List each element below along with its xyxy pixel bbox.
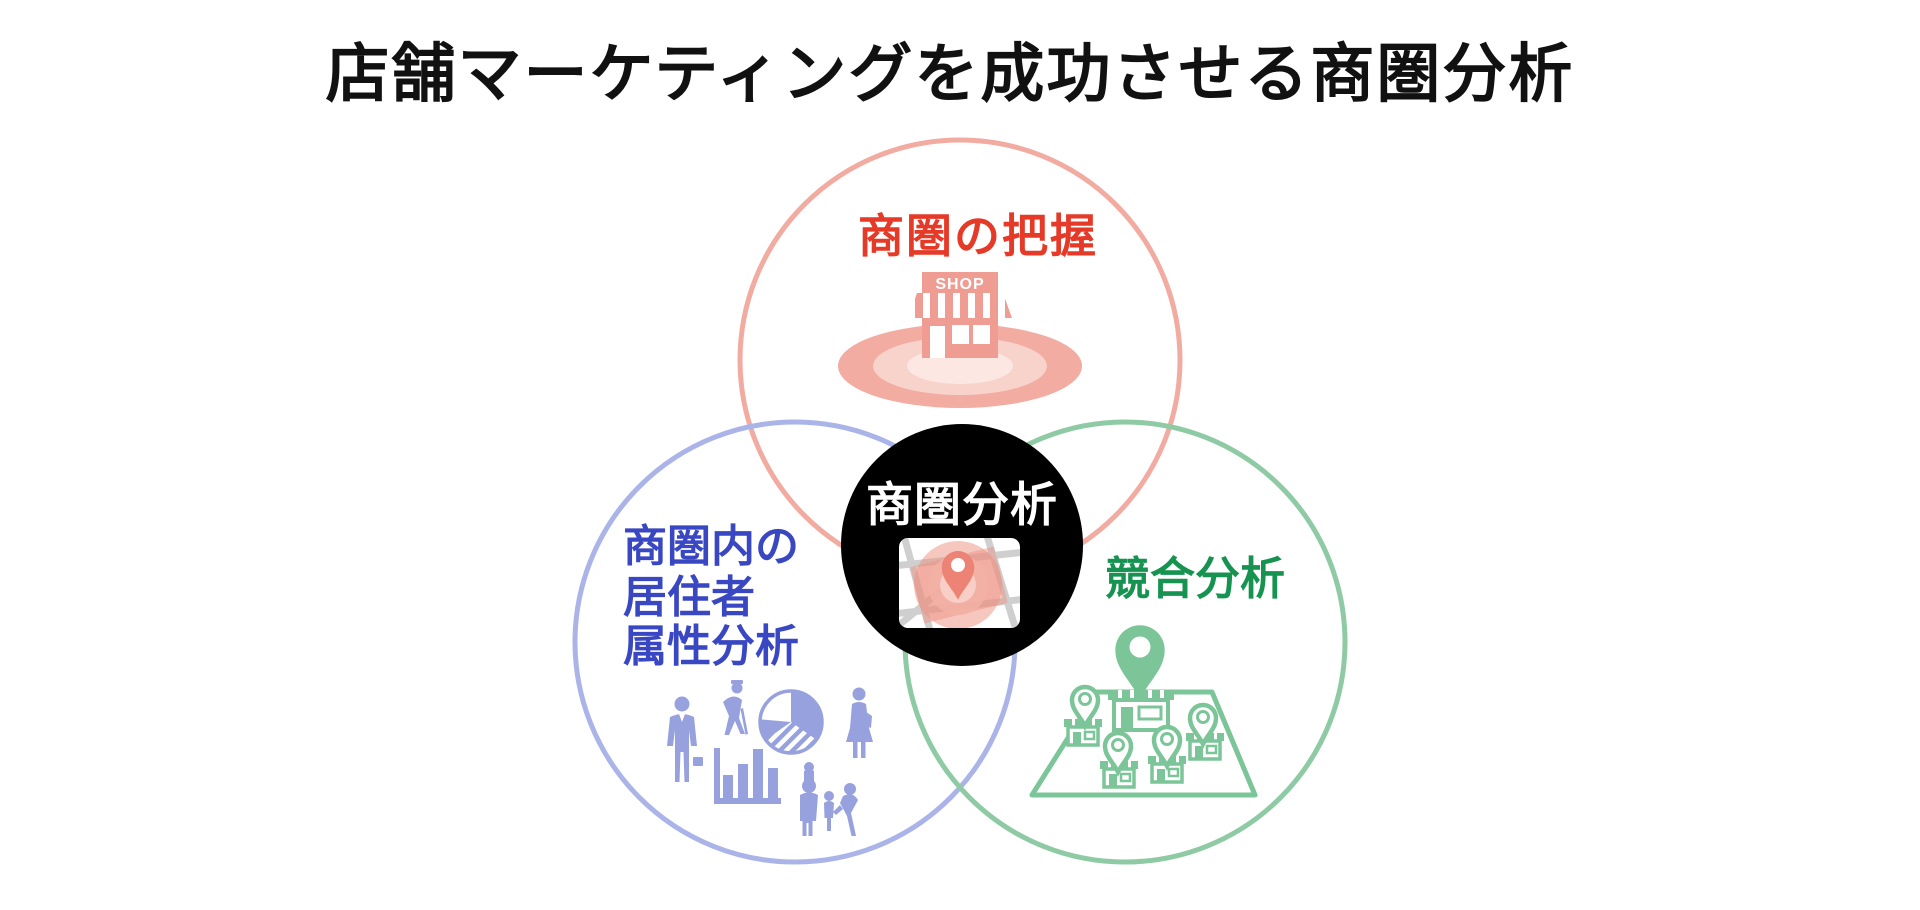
- competitor-map-icon: [1029, 625, 1258, 798]
- residents-label-line2: 居住者: [623, 573, 755, 622]
- shop-awning: [908, 293, 1012, 318]
- center-circle-group: 商圏分析: [841, 424, 1083, 666]
- residents-group: 商圏内の 居住者 属性分析: [623, 522, 873, 836]
- map-pin-icon: [1072, 687, 1216, 772]
- woman-icon: [846, 687, 873, 758]
- family-icon: [800, 762, 858, 836]
- competitor-group: 競合分析: [1029, 553, 1285, 798]
- pie-chart-icon: [758, 689, 824, 755]
- trade-area-group: 商圏の把握 SHOP: [838, 210, 1098, 408]
- map-card-icon: [899, 538, 1020, 628]
- trade-area-label: 商圏の把握: [858, 210, 1098, 262]
- center-pin-icon: [941, 551, 975, 600]
- center-label: 商圏分析: [866, 478, 1058, 531]
- residents-label-line1: 商圏内の: [623, 522, 799, 571]
- residents-label-line3: 属性分析: [623, 622, 799, 671]
- shop-icon: SHOP: [908, 272, 1012, 358]
- elderly-icon: [723, 680, 748, 735]
- shop-sign-text: SHOP: [935, 276, 984, 293]
- bar-chart-icon: [714, 748, 781, 804]
- competitor-label: 競合分析: [1105, 553, 1285, 604]
- page-title: 店舗マーケティングを成功させる商圏分析: [326, 38, 1575, 110]
- people-icons: [667, 680, 873, 836]
- radar-ellipse-icon: [838, 324, 1082, 408]
- big-map-pin-icon: [1115, 625, 1165, 700]
- businessman-icon: [667, 696, 703, 782]
